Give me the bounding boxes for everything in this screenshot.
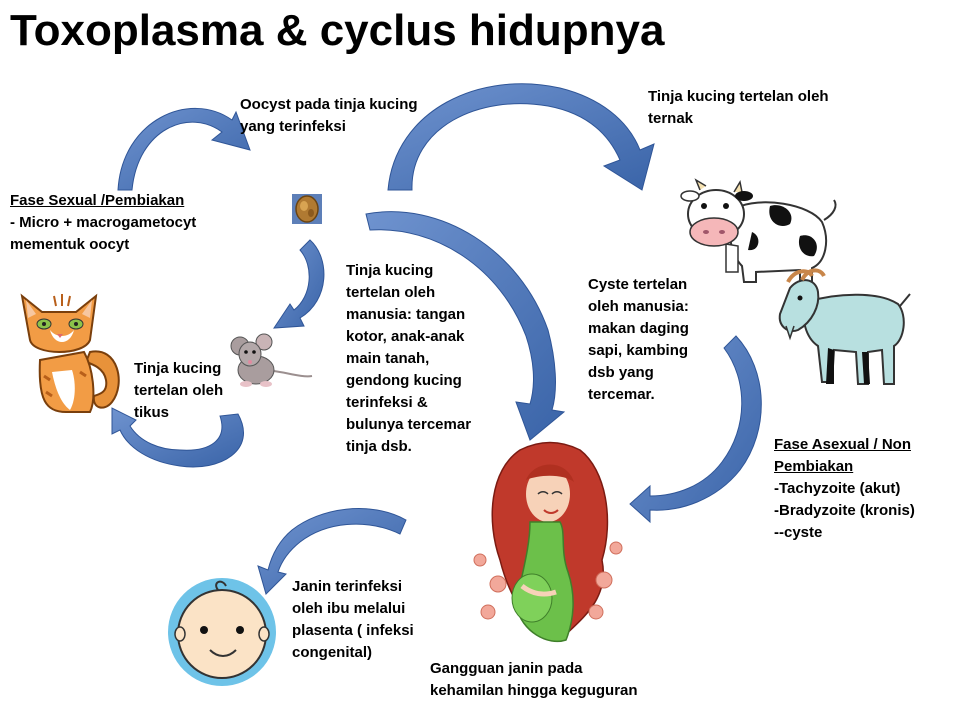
human-ingestion-line: Tinja kucing bbox=[346, 262, 434, 279]
label-livestock-line: Tinja kucing tertelan oleh bbox=[648, 88, 829, 105]
fetus-line: oleh ibu melalui bbox=[292, 600, 406, 617]
arrow-woman-to-fetus bbox=[257, 508, 407, 595]
cyste-line: Cyste tertelan bbox=[588, 276, 688, 293]
arrow-mouse-to-cat bbox=[111, 407, 244, 468]
arrow-oocyst-to-livestock bbox=[387, 83, 655, 191]
arrow-livestock-to-woman bbox=[629, 335, 762, 524]
arrow-oocyst-to-woman bbox=[365, 211, 566, 441]
baby-face-icon bbox=[168, 578, 276, 686]
cyste-line: oleh manusia: bbox=[588, 298, 689, 315]
label-sexual-phase: Fase Sexual /Pembiakan - Micro + macroga… bbox=[10, 190, 196, 256]
rat-ingestion-line: Tinja kucing bbox=[134, 360, 222, 377]
human-ingestion-line: tertelan oleh bbox=[346, 284, 436, 301]
label-livestock-line: ternak bbox=[648, 110, 694, 127]
human-ingestion-line: tinja dsb. bbox=[346, 438, 412, 455]
cyste-line: makan daging bbox=[588, 320, 689, 337]
rat-ingestion-line: tertelan oleh bbox=[134, 382, 224, 399]
miscarriage-line: kehamilan hingga keguguran bbox=[430, 682, 638, 699]
label-oocyst-line: Oocyst pada tinja kucing bbox=[240, 96, 418, 113]
cyste-line: dsb yang bbox=[588, 364, 654, 381]
cow-icon bbox=[680, 178, 837, 283]
human-ingestion-line: manusia: tangan bbox=[346, 306, 466, 323]
rat-ingestion-line: tikus bbox=[134, 404, 170, 421]
fetus-line: plasenta ( infeksi bbox=[292, 622, 414, 639]
mouse-icon bbox=[230, 333, 313, 387]
sexual-phase-line: mementuk oocyt bbox=[10, 236, 130, 253]
asexual-phase-line: -Bradyzoite (kronis) bbox=[774, 502, 915, 519]
sexual-phase-line: - Micro + macrogametocyt bbox=[10, 214, 197, 231]
asexual-phase-heading: Fase Asexual / Non bbox=[774, 436, 911, 453]
asexual-phase-line: --cyste bbox=[774, 524, 823, 541]
human-ingestion-line: kotor, anak-anak bbox=[346, 328, 465, 345]
miscarriage-line: Gangguan janin pada bbox=[430, 660, 583, 677]
asexual-phase-line: -Tachyzoite (akut) bbox=[774, 480, 901, 497]
fetus-line: Janin terinfeksi bbox=[292, 578, 403, 595]
label-oocyst-line: yang terinfeksi bbox=[240, 118, 346, 135]
label-human-ingestion: Tinja kucing tertelan oleh manusia: tang… bbox=[346, 260, 471, 458]
cyste-line: tercemar. bbox=[588, 386, 655, 403]
fetus-line: congenital) bbox=[292, 644, 373, 661]
cyste-line: sapi, kambing bbox=[588, 342, 689, 359]
human-ingestion-line: gendong kucing bbox=[346, 372, 462, 389]
label-rat-ingestion: Tinja kucing tertelan oleh tikus bbox=[134, 358, 223, 424]
oocyst-icon bbox=[292, 194, 322, 224]
goat-icon bbox=[778, 268, 911, 385]
human-ingestion-line: main tanah, bbox=[346, 350, 430, 367]
human-ingestion-line: terinfeksi & bbox=[346, 394, 428, 411]
asexual-phase-heading: Pembiakan bbox=[774, 458, 854, 475]
arrow-oocyst-to-mouse bbox=[273, 239, 325, 329]
label-livestock: Tinja kucing tertelan oleh ternak bbox=[648, 86, 829, 130]
cat-icon bbox=[20, 293, 120, 413]
label-oocyst: Oocyst pada tinja kucing yang terinfeksi bbox=[240, 94, 418, 138]
human-ingestion-line: bulunya tercemar bbox=[346, 416, 472, 433]
page-title: Toxoplasma & cyclus hidupnya bbox=[10, 6, 665, 55]
label-miscarriage: Gangguan janin pada kehamilan hingga keg… bbox=[430, 658, 638, 702]
pregnant-woman-icon bbox=[473, 441, 623, 643]
label-fetus: Janin terinfeksi oleh ibu melalui plasen… bbox=[292, 576, 414, 664]
label-cyste: Cyste tertelan oleh manusia: makan dagin… bbox=[588, 274, 689, 406]
sexual-phase-heading: Fase Sexual /Pembiakan bbox=[10, 192, 185, 209]
arrow-cat-to-oocyst bbox=[117, 107, 251, 191]
label-asexual-phase: Fase Asexual / Non Pembiakan -Tachyzoite… bbox=[774, 434, 915, 544]
